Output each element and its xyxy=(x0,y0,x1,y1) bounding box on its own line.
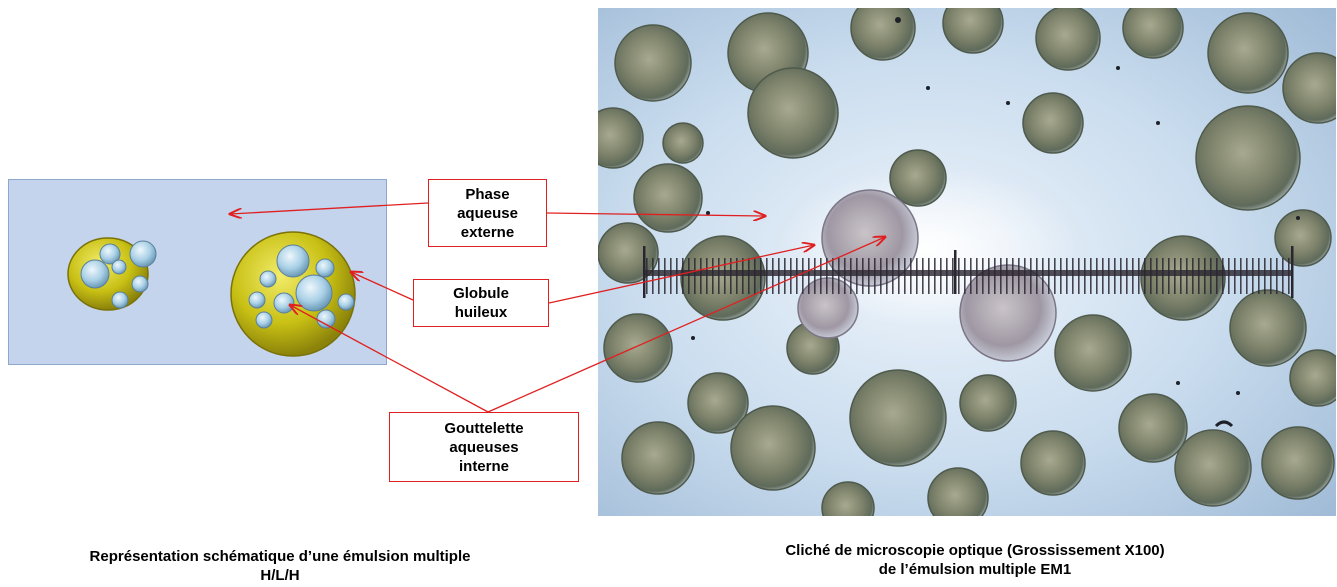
label-external-phase-text: Phase aqueuse externe xyxy=(457,185,518,242)
oil-globule-small xyxy=(68,238,156,310)
schematic-panel xyxy=(8,179,387,365)
caption-micrograph: Cliché de microscopie optique (Grossisse… xyxy=(650,541,1300,579)
multiple-emulsion-schematic xyxy=(9,180,388,366)
label-oil-globule: Globule huileux xyxy=(413,279,549,327)
label-inner-droplets: Gouttelette aqueuses interne xyxy=(389,412,579,482)
label-oil-globule-text: Globule huileux xyxy=(453,284,509,322)
microscopy-image xyxy=(598,8,1336,516)
label-inner-droplets-text: Gouttelette aqueuses interne xyxy=(444,419,523,476)
label-external-phase: Phase aqueuse externe xyxy=(428,179,547,247)
micrograph-drawing xyxy=(598,8,1336,516)
oil-globule-large xyxy=(231,232,355,356)
caption-schematic: Représentation schématique d’une émulsio… xyxy=(0,547,560,585)
